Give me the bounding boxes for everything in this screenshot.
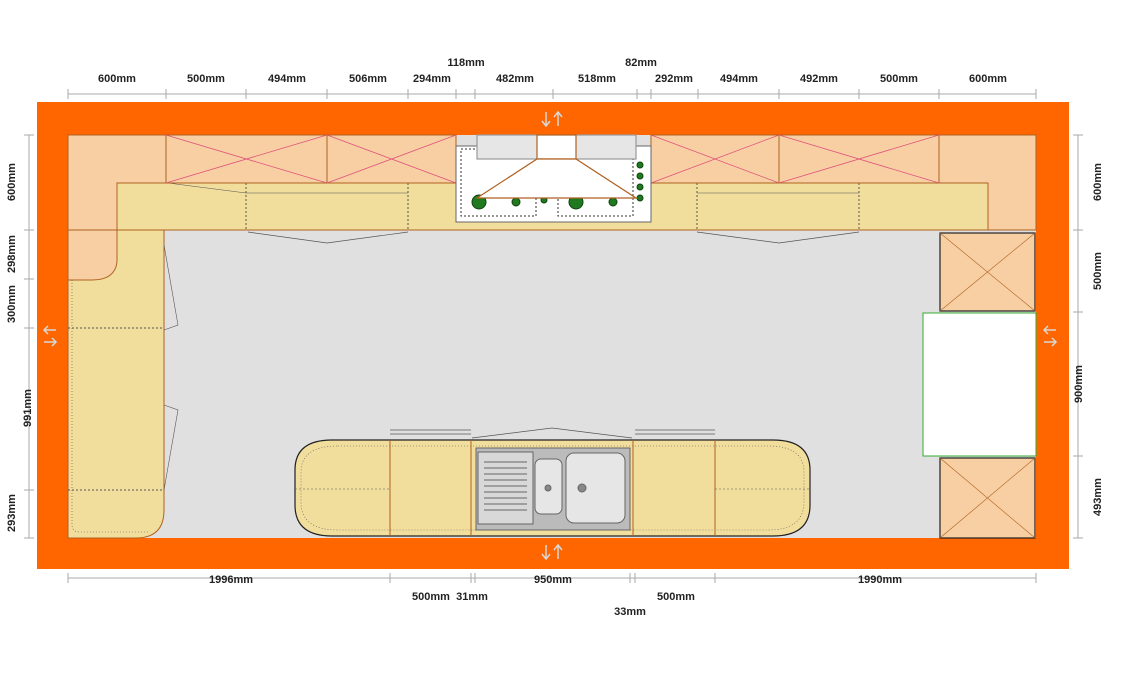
dimension-labels-left: 600mm 298mm 300mm 991mm 293mm [6, 163, 34, 532]
opening-markers [42, 110, 1058, 561]
dim-label: 492mm [800, 73, 838, 85]
dim-label: 494mm [720, 73, 758, 85]
dimension-labels-right: 600mm 500mm 900mm 493mm [1073, 163, 1104, 516]
dim-label: 500mm [187, 73, 225, 85]
dim-label: 300mm [6, 285, 18, 323]
sink [475, 447, 631, 531]
dim-label: 900mm [1073, 365, 1085, 403]
wall-cabinet [650, 134, 780, 184]
right-tall-unit-lower [939, 457, 1036, 539]
dim-label: 950mm [534, 574, 572, 586]
wall-cabinet [778, 134, 940, 184]
top-plinth-lines [247, 231, 860, 244]
left-base-run [67, 229, 179, 539]
top-wall-cabinets [165, 134, 940, 184]
dim-label: 294mm [413, 73, 451, 85]
dim-label: 31mm [456, 591, 488, 603]
dim-label: 600mm [969, 73, 1007, 85]
dim-label: 1990mm [858, 574, 902, 586]
right-side-units [922, 232, 1037, 539]
dim-label: 33mm [614, 606, 646, 618]
right-door-opening [922, 312, 1037, 457]
bottom-base-run [294, 427, 811, 537]
dim-label: 500mm [1092, 252, 1104, 290]
dim-label: 482mm [496, 73, 534, 85]
dimension-labels-bottom: 1996mm 950mm 1990mm 500mm 31mm 500mm 33m… [209, 574, 902, 618]
dim-label: 500mm [880, 73, 918, 85]
dim-label: 494mm [268, 73, 306, 85]
dim-label: 292mm [655, 73, 693, 85]
wall-cabinet [165, 134, 328, 184]
extractor-hood [474, 134, 639, 199]
corner-unit-left [67, 229, 118, 281]
dim-label: 1996mm [209, 574, 253, 586]
dim-label: 600mm [1092, 163, 1104, 201]
dim-label: 493mm [1092, 478, 1104, 516]
dim-label: 118mm [447, 57, 485, 69]
dim-label: 991mm [22, 389, 34, 427]
dimension-lines [24, 89, 1083, 583]
hob-unit [455, 134, 652, 223]
right-tall-unit-upper [939, 232, 1036, 312]
dim-label: 298mm [6, 235, 18, 273]
dim-label: 500mm [657, 591, 695, 603]
dim-label: 82mm [625, 57, 657, 69]
dim-label: 600mm [98, 73, 136, 85]
dim-label: 500mm [412, 591, 450, 603]
wall-cabinet [326, 134, 457, 184]
dim-label: 600mm [6, 163, 18, 201]
dim-label: 506mm [349, 73, 387, 85]
dimension-labels-top: 600mm 500mm 494mm 506mm 294mm 482mm 518m… [98, 57, 1007, 85]
top-corner-units [67, 134, 1037, 231]
dim-label: 518mm [578, 73, 616, 85]
dim-label: 293mm [6, 494, 18, 532]
